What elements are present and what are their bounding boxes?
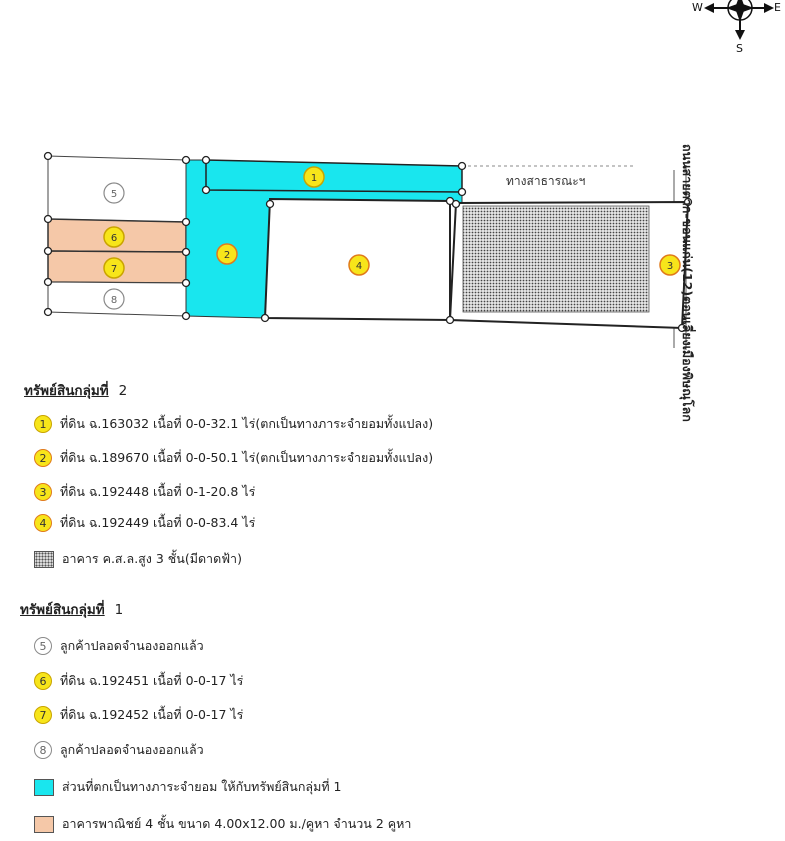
legend-item-2: 2 ที่ดิน ฉ.189670 เนื้อที่ 0-0-50.1 ไร่(…	[34, 448, 433, 468]
map-badge-label: 8	[111, 295, 117, 306]
legend-item-4: 4 ที่ดิน ฉ.192449 เนื้อที่ 0-0-83.4 ไร่	[34, 513, 255, 533]
legend-item-5: 5 ลูกค้าปลอดจำนองออกแล้ว	[34, 636, 204, 656]
map-badge-label: 7	[111, 264, 117, 275]
compass-rose: W E S	[692, 0, 781, 55]
map-badge-label: 2	[224, 250, 230, 261]
group2-title-text: ทรัพย์สินกลุ่มที่	[24, 383, 109, 399]
legend-item-3: 3 ที่ดิน ฉ.192448 เนื้อที่ 0-1-20.8 ไร่	[34, 482, 255, 502]
map-badge-label: 4	[356, 261, 362, 272]
group1-title-text: ทรัพย์สินกลุ่มที่	[20, 602, 105, 618]
plot-map: 1 2 3 4 5 6 7 8	[43, 151, 693, 350]
highway-label: ถนนสายตาก-ขอนแก่น(12)ตอนเลี่ยงเมืองพิษณุ…	[679, 144, 697, 422]
group2-title: ทรัพย์สินกลุ่มที่ 2	[24, 379, 127, 401]
legend-text-shophouse: อาคารพาณิชย์ 4 ชั้น ขนาด 4.00x12.00 ม./ค…	[62, 816, 412, 831]
legend-text-building: อาคาร ค.ส.ล.สูง 3 ชั้น(มีดาดฟ้า)	[62, 551, 242, 566]
compass-west-label: W	[692, 1, 703, 14]
plot-1-easement	[205, 159, 463, 193]
legend-badge-1: 1	[34, 415, 52, 433]
legend-badge-6: 6	[34, 672, 52, 690]
group2-title-number: 2	[118, 383, 128, 399]
building-hatched	[462, 205, 650, 313]
map-badge-label: 5	[111, 189, 117, 200]
legend-item-building: อาคาร ค.ส.ล.สูง 3 ชั้น(มีดาดฟ้า)	[34, 549, 242, 569]
legend-badge-2: 2	[34, 449, 52, 467]
legend-text-easement: ส่วนที่ตกเป็นทางภาระจำยอม ให้กับทรัพย์สิ…	[62, 779, 342, 794]
legend-text-3: ที่ดิน ฉ.192448 เนื้อที่ 0-1-20.8 ไร่	[60, 484, 256, 499]
legend-text-5: ลูกค้าปลอดจำนองออกแล้ว	[60, 638, 204, 653]
legend-text-8: ลูกค้าปลอดจำนองออกแล้ว	[60, 742, 204, 757]
map-badge-5: 5	[103, 182, 125, 204]
map-badge-label: 3	[667, 261, 673, 272]
legend-text-6: ที่ดิน ฉ.192451 เนื้อที่ 0-0-17 ไร่	[60, 673, 244, 688]
legend-text-4: ที่ดิน ฉ.192449 เนื้อที่ 0-0-83.4 ไร่	[60, 515, 256, 530]
building-hatch-swatch	[34, 550, 54, 568]
group1-title-number: 1	[114, 602, 124, 618]
legend-badge-4: 4	[34, 514, 52, 532]
map-badge-6: 6	[103, 226, 125, 248]
group1-title: ทรัพย์สินกลุ่มที่ 1	[20, 598, 123, 620]
legend-item-8: 8 ลูกค้าปลอดจำนองออกแล้ว	[34, 740, 204, 760]
legend-badge-7: 7	[34, 706, 52, 724]
easement-swatch	[34, 778, 54, 796]
compass-east-label: E	[774, 1, 781, 14]
map-badge-2: 2	[216, 243, 238, 265]
legend-item-1: 1 ที่ดิน ฉ.163032 เนื้อที่ 0-0-32.1 ไร่(…	[34, 414, 433, 434]
legend-item-easement: ส่วนที่ตกเป็นทางภาระจำยอม ให้กับทรัพย์สิ…	[34, 777, 341, 797]
legend-item-shophouse: อาคารพาณิชย์ 4 ชั้น ขนาด 4.00x12.00 ม./ค…	[34, 814, 411, 834]
legend-item-6: 6 ที่ดิน ฉ.192451 เนื้อที่ 0-0-17 ไร่	[34, 671, 243, 691]
legend-item-7: 7 ที่ดิน ฉ.192452 เนื้อที่ 0-0-17 ไร่	[34, 705, 243, 725]
compass-south-label: S	[736, 42, 743, 55]
shophouse-swatch	[34, 815, 54, 833]
map-badge-label: 6	[111, 233, 117, 244]
legend-text-1: ที่ดิน ฉ.163032 เนื้อที่ 0-0-32.1 ไร่(ตก…	[60, 416, 434, 431]
legend-badge-8: 8	[34, 741, 52, 759]
legend-badge-5: 5	[34, 637, 52, 655]
plot-vertices	[43, 151, 693, 333]
map-badge-8: 8	[103, 288, 125, 310]
map-badge-label: 1	[311, 173, 317, 184]
map-badge-4: 4	[348, 254, 370, 276]
public-road-label: ทางสาธารณะฯ	[506, 174, 586, 188]
highway-label-part2: ตอนเลี่ยงเมืองพิษณุโลก	[680, 296, 695, 422]
legend-text-7: ที่ดิน ฉ.192452 เนื้อที่ 0-0-17 ไร่	[60, 707, 244, 722]
highway-label-part1: ถนนสายตาก-ขอนแก่น(12)	[680, 144, 695, 297]
legend-badge-3: 3	[34, 483, 52, 501]
map-badge-1: 1	[303, 166, 325, 188]
legend-text-2: ที่ดิน ฉ.189670 เนื้อที่ 0-0-50.1 ไร่(ตก…	[60, 450, 434, 465]
map-badge-7: 7	[103, 257, 125, 279]
map-badge-3: 3	[659, 254, 681, 276]
